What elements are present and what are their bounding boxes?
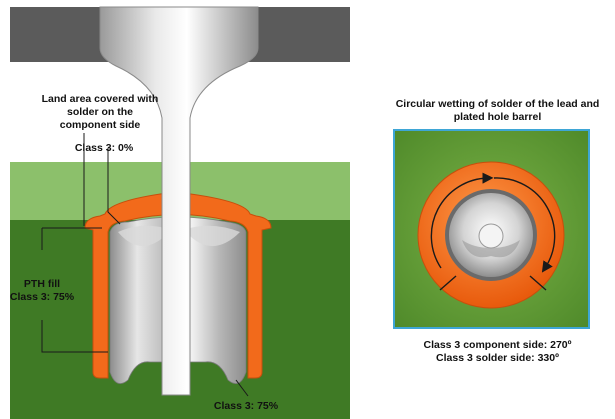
leader-lines: [41, 133, 249, 397]
top-view-title: Circular wetting of solder of the lead a…: [395, 98, 600, 123]
spec-solder-side: Class 3 solder side: 330º: [436, 352, 559, 364]
class-bottom-label: Class 3: 75%: [213, 400, 279, 412]
land-area-label: Land area covered with solder on the com…: [41, 93, 159, 131]
class-top-label: Class 3: 0%: [74, 142, 134, 154]
wetting-arrows: [430, 172, 556, 291]
plated-barrel: [84, 191, 272, 379]
top-view-frame: [393, 129, 590, 329]
pth-fill-label: PTH fill Class 3: 75%: [9, 278, 75, 303]
component-lead: [99, 6, 259, 396]
spec-component-side: Class 3 component side: 270º: [423, 339, 572, 351]
